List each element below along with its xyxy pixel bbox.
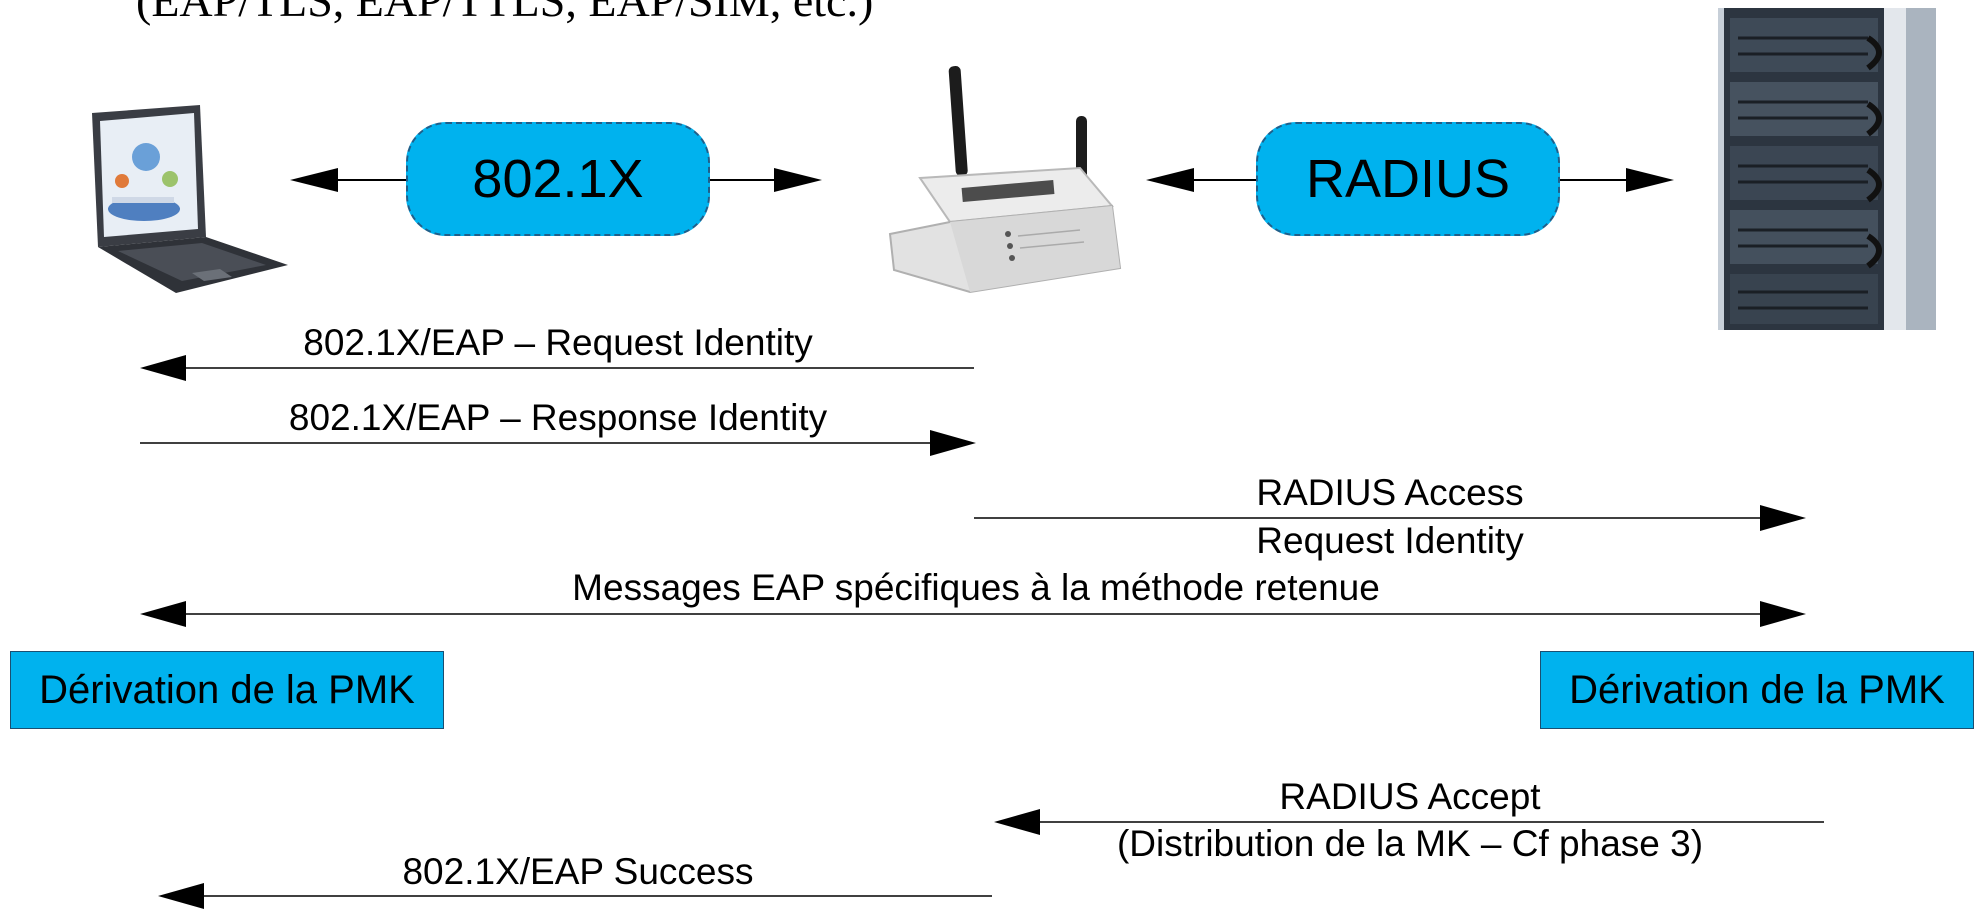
message-arrow-radius-accept: [994, 809, 1824, 835]
protocol-arrow-8021x-right: [708, 168, 822, 192]
wireless-router-icon: [888, 66, 1122, 294]
message-label-request-identity: 802.1X/EAP – Request Identity: [303, 322, 813, 363]
pmk-derivation-server: Dérivation de la PMK: [1540, 651, 1974, 729]
protocol-arrow-radius-left: [1146, 168, 1256, 192]
server-rack-icon: [1718, 8, 1936, 330]
protocol-arrow-radius-right: [1560, 168, 1674, 192]
eap-methods-text: (EAP/TLS, EAP/TTLS, EAP/SIM, etc.): [136, 0, 874, 26]
protocol-radius-badge: RADIUS: [1256, 122, 1560, 236]
message-arrow-radius-access-request: [974, 505, 1806, 531]
message-label-radius-accept-line2: (Distribution de la MK – Cf phase 3): [1116, 823, 1704, 864]
message-label-radius-access-line2: Request Identity: [1256, 520, 1524, 561]
protocol-8021x-badge: 802.1X: [406, 122, 710, 236]
message-label-radius-access-line1: RADIUS Access: [1256, 472, 1524, 513]
laptop-icon: [92, 105, 288, 293]
message-arrow-request-identity: [140, 355, 974, 381]
message-label-radius-accept-line1: RADIUS Accept: [1279, 776, 1541, 817]
message-arrow-eap-method-messages: [140, 601, 1806, 627]
message-label-eap-method-messages: Messages EAP spécifiques à la méthode re…: [572, 567, 1380, 608]
message-label-eap-success: 802.1X/EAP Success: [402, 851, 754, 892]
protocol-arrow-8021x-left: [290, 168, 408, 192]
message-arrow-eap-success: [158, 883, 992, 909]
pmk-derivation-client: Dérivation de la PMK: [10, 651, 444, 729]
message-arrow-response-identity: [140, 430, 976, 456]
message-label-response-identity: 802.1X/EAP – Response Identity: [288, 397, 828, 438]
